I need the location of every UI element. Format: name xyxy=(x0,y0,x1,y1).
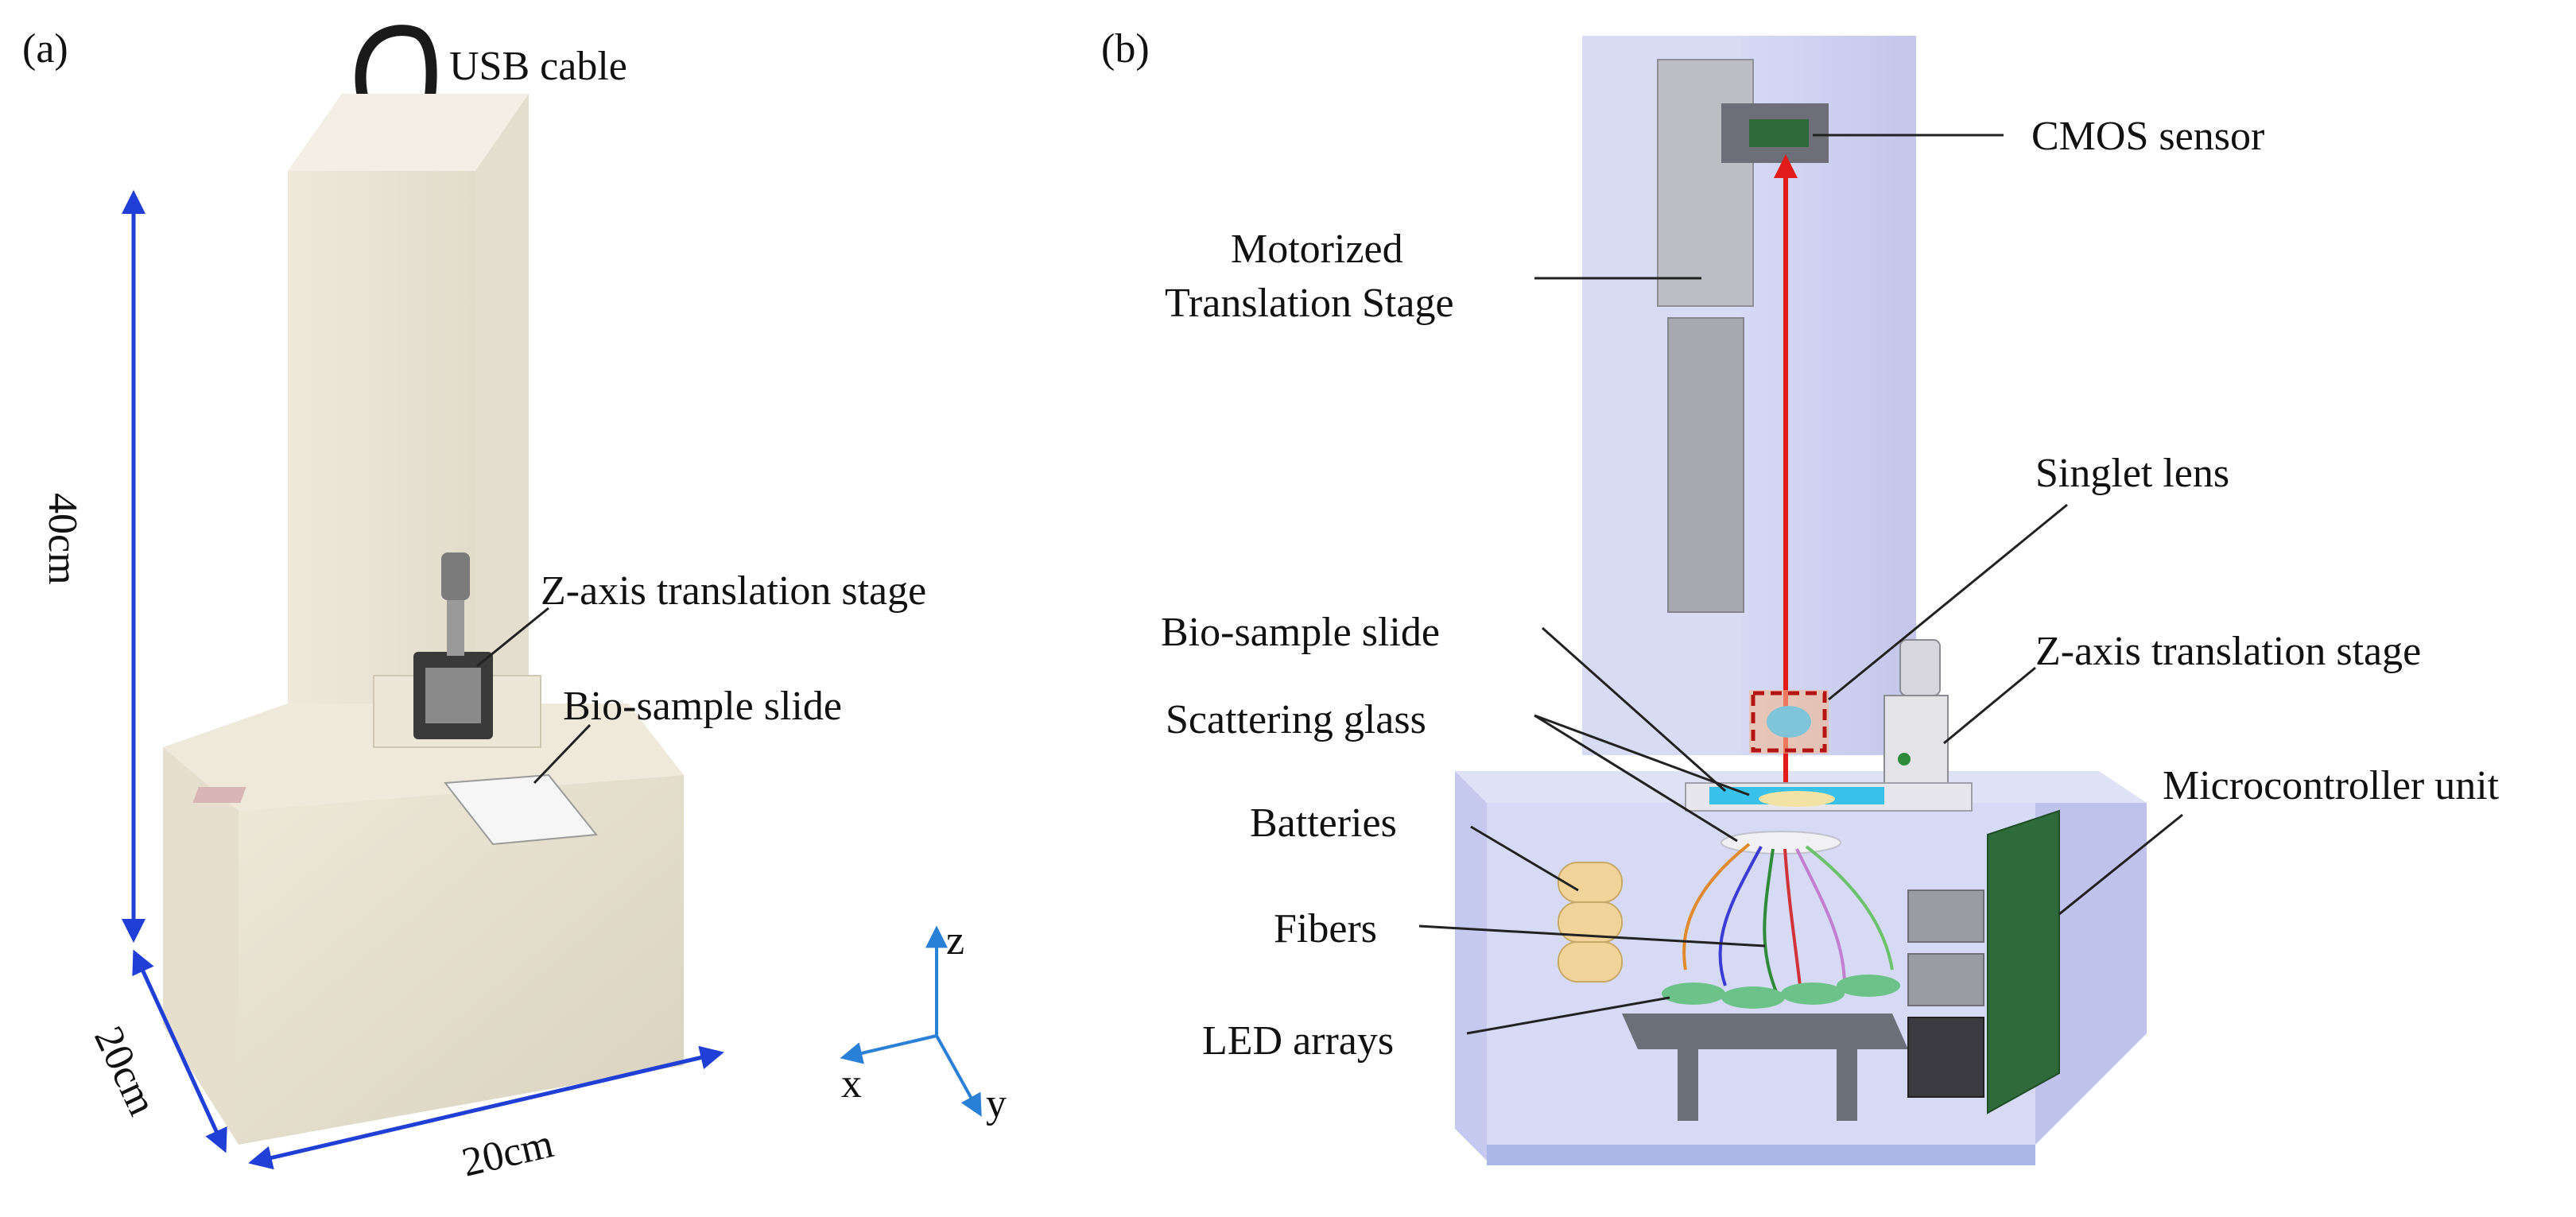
depth-dimension-arrow xyxy=(132,949,227,1153)
coordinate-axes: z x y xyxy=(840,918,1007,1126)
enclosure-render xyxy=(1455,36,2147,1165)
panel-a: (a) 40cm 2 xyxy=(22,25,1007,1186)
scattering-glass-render xyxy=(1759,791,1835,807)
scattering-glass-label: Scattering glass xyxy=(1166,697,1426,742)
base-front xyxy=(163,747,239,1145)
singlet-lens-box xyxy=(1751,691,1827,753)
motorized-stage-rail xyxy=(1657,59,1754,307)
motorized-stage-motor xyxy=(1667,317,1744,613)
depth-dimension-label: 20cm xyxy=(85,1020,165,1122)
scattering-glass-leader-2 xyxy=(1534,714,1738,843)
panel-b-letter: (b) xyxy=(1101,26,1150,72)
microcontroller-connector xyxy=(1907,889,1984,943)
led-board xyxy=(1781,983,1845,1005)
z-axis-stage-leader xyxy=(476,607,549,668)
fiber-5 xyxy=(1805,845,1894,971)
z-axis-stage-label: Z-axis translation stage xyxy=(541,568,926,614)
micrometer-knob xyxy=(441,552,470,600)
led-table-leg xyxy=(1837,1049,1857,1121)
panel-a-letter: (a) xyxy=(22,26,68,72)
led-board xyxy=(1837,975,1900,997)
x-axis-arrow xyxy=(840,1034,937,1064)
batteries-label: Batteries xyxy=(1250,800,1397,846)
usb-cable-label: USB cable xyxy=(449,44,627,89)
z-axis-stage-label-b: Z-axis translation stage xyxy=(2035,629,2421,674)
device-photo xyxy=(163,94,684,1145)
fiber-1 xyxy=(1718,846,1763,986)
microcontroller-connector xyxy=(1907,1017,1984,1098)
x-axis-label: x xyxy=(841,1061,862,1107)
y-axis-arrow xyxy=(935,1035,982,1117)
fiber-6 xyxy=(1682,843,1751,971)
batteries-leader xyxy=(1470,825,1579,892)
enclosure-base-front xyxy=(1455,771,1487,1161)
led-table-leg xyxy=(1678,1049,1698,1121)
z-stage-plate xyxy=(425,668,481,723)
width-dimension-label: 20cm xyxy=(458,1121,557,1186)
cmos-sensor-label: CMOS sensor xyxy=(2031,114,2264,159)
enclosure-floor xyxy=(1487,1145,2035,1165)
enclosure-base-main xyxy=(1487,803,2035,1145)
width-dimension-arrow xyxy=(248,1045,724,1170)
motorized-stage-label-line2: Translation Stage xyxy=(1165,281,1454,326)
panel-b: (b) xyxy=(1101,26,2500,1165)
tower-right xyxy=(475,94,529,747)
z-axis-label: z xyxy=(946,918,964,963)
motorized-stage-label-line1: Motorized xyxy=(1231,227,1403,272)
tower-top xyxy=(288,94,529,171)
fiber-4 xyxy=(1795,848,1846,986)
singlet-lens xyxy=(1767,706,1811,738)
usb-cable-illustration xyxy=(355,25,437,109)
fiber-2 xyxy=(1763,848,1779,994)
fibers-leader xyxy=(1418,924,1766,948)
battery xyxy=(1558,941,1623,983)
bio-sample-slide-label-b: Bio-sample slide xyxy=(1161,610,1440,655)
z-axis-stage-leader-b xyxy=(1943,666,2036,745)
singlet-lens-leader xyxy=(1828,503,2068,701)
cmos-sensor-board xyxy=(1749,119,1809,147)
led-arrays-leader xyxy=(1466,996,1670,1035)
bio-sample-slide-leader-b xyxy=(1542,626,1726,793)
led-board xyxy=(1662,983,1725,1005)
scattering-glass-leader-1 xyxy=(1534,714,1750,796)
microcontroller-connector xyxy=(1907,953,1984,1006)
y-axis-label: y xyxy=(986,1081,1007,1126)
sample-slide xyxy=(444,773,598,846)
fiber-3 xyxy=(1783,848,1802,994)
microcontroller-unit-label: Microcontroller unit xyxy=(2163,763,2500,808)
battery xyxy=(1558,862,1623,903)
enclosure-base-right xyxy=(2035,803,2147,1145)
base-main xyxy=(239,775,684,1145)
tower-front xyxy=(288,171,475,747)
batteries-render xyxy=(1558,862,1623,983)
bio-sample-slide-label: Bio-sample slide xyxy=(563,684,842,729)
z-stage-indicator xyxy=(1898,753,1911,765)
led-board xyxy=(1721,986,1785,1009)
microcontroller-unit-leader xyxy=(2058,813,2183,916)
slide-sample-spot xyxy=(192,787,246,803)
led-arrays-label: LED arrays xyxy=(1202,1018,1394,1064)
micrometer-barrel xyxy=(447,600,464,656)
height-dimension-label: 40cm xyxy=(40,493,85,585)
bio-sample-slide-leader xyxy=(533,723,592,785)
fibers-label: Fibers xyxy=(1274,906,1377,952)
microcontroller-pcb xyxy=(1987,809,2060,1114)
singlet-lens-label: Singlet lens xyxy=(2035,451,2229,496)
led-table-top xyxy=(1622,1014,1908,1049)
z-stage-micrometer xyxy=(1899,639,1941,696)
